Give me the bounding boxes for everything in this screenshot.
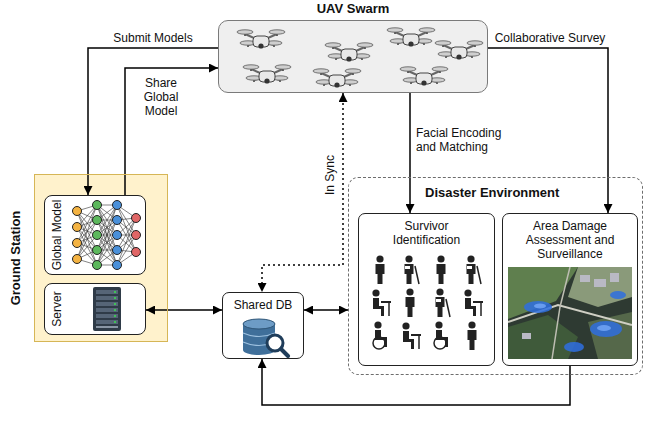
survivor-box: Survivor Identification bbox=[358, 213, 495, 366]
arrow-connector bbox=[88, 48, 218, 195]
station-fill bbox=[34, 174, 168, 342]
aerial-damage-image bbox=[508, 267, 632, 359]
node-title: Global Model bbox=[50, 200, 64, 271]
node-title: UAV Swarm bbox=[219, 2, 487, 16]
edge-label: Facial Encoding and Matching bbox=[416, 126, 514, 154]
database-icon bbox=[233, 318, 293, 358]
edge-label: Submit Models bbox=[108, 31, 198, 45]
arrow-connector bbox=[304, 309, 348, 311]
swarm-box: UAV Swarm bbox=[218, 20, 488, 93]
database-box: Shared DB bbox=[222, 292, 304, 359]
edge-label: Collaborative Survey bbox=[490, 31, 610, 45]
node-title: Shared DB bbox=[225, 293, 301, 312]
drone-icon bbox=[237, 28, 483, 88]
node-title: Server bbox=[50, 291, 64, 326]
dotted-connector bbox=[262, 93, 343, 292]
assessment-box: Area Damage Assessment and Surveillance bbox=[502, 213, 638, 366]
edge-label: Share Global Model bbox=[133, 76, 189, 118]
node-title: Area Damage Assessment and Surveillance bbox=[506, 214, 634, 261]
node-title: Disaster Environment bbox=[425, 186, 559, 200]
node-title: Survivor Identification bbox=[377, 214, 477, 247]
station-band: Global Model ServerGround Station bbox=[34, 174, 168, 342]
server-box: Server bbox=[44, 283, 146, 335]
person-icon bbox=[372, 255, 483, 350]
arrow-connector bbox=[125, 68, 218, 195]
environment-region: Survivor Identification Area Damage Asse… bbox=[348, 177, 643, 375]
arrow-connector bbox=[409, 93, 411, 213]
arrow-connector bbox=[146, 309, 222, 311]
drone-swarm-illustration bbox=[219, 21, 487, 92]
edge-label: In Sync bbox=[323, 153, 337, 197]
survivor-icons bbox=[364, 253, 489, 353]
node-title: Ground Station bbox=[9, 211, 23, 306]
model-box: Global Model bbox=[44, 195, 146, 275]
